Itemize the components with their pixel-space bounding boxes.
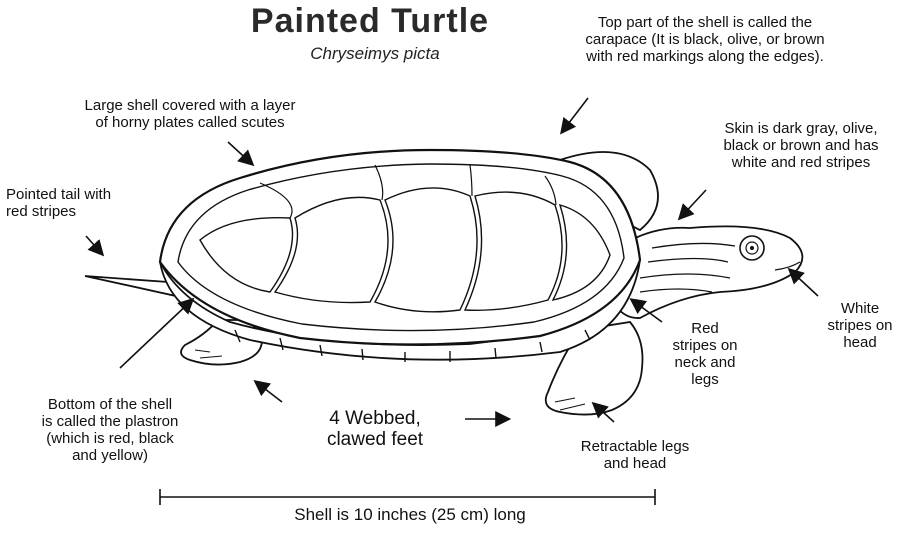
label-retractable: Retractable legs and head xyxy=(545,438,725,472)
label-plastron: Bottom of the shell is called the plastr… xyxy=(10,396,210,464)
label-red-stripes: Red stripes on neck and legs xyxy=(650,320,760,388)
label-shell-length: Shell is 10 inches (25 cm) long xyxy=(200,506,620,523)
scale-bar xyxy=(160,489,655,505)
carapace xyxy=(160,150,640,345)
diagram-title: Painted Turtle xyxy=(220,2,520,41)
scientific-name: Chryseimys picta xyxy=(260,44,490,64)
label-white-stripes: White stripes on head xyxy=(810,300,910,351)
label-carapace: Top part of the shell is called the cara… xyxy=(535,14,875,65)
tail-spike xyxy=(85,276,176,296)
label-tail: Pointed tail with red stripes xyxy=(6,186,156,220)
label-feet: 4 Webbed, clawed feet xyxy=(290,408,460,450)
label-skin: Skin is dark gray, olive, black or brown… xyxy=(695,120,907,171)
label-scutes: Large shell covered with a layer of horn… xyxy=(30,97,350,131)
